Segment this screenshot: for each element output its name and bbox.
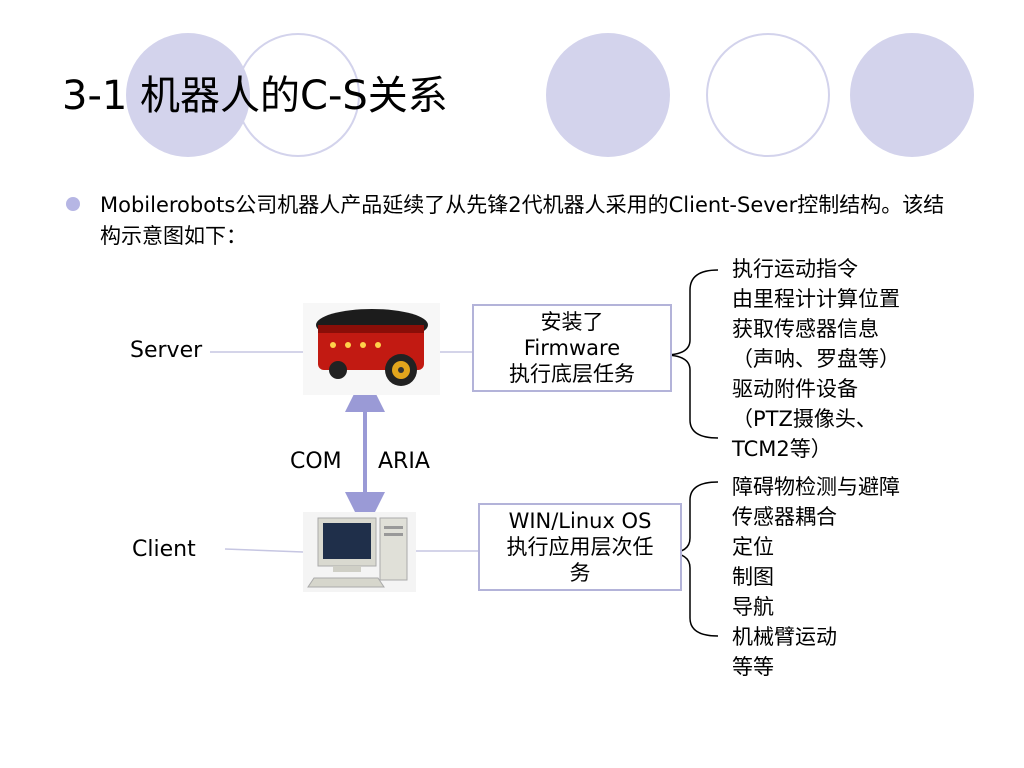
list-item: 获取传感器信息 xyxy=(732,317,879,341)
decor-circle-2 xyxy=(236,33,360,157)
decor-circle-3 xyxy=(546,33,670,157)
list-item: 障碍物检测与避障 xyxy=(732,475,900,499)
list-item: 驱动附件设备 xyxy=(732,377,858,401)
bullet-icon xyxy=(66,197,80,211)
decor-circle-5 xyxy=(850,33,974,157)
firmware-task-list: 执行运动指令 由里程计计算位置 获取传感器信息 （声呐、罗盘等） 驱动附件设备 … xyxy=(732,254,900,464)
decor-circle-4 xyxy=(706,33,830,157)
firmware-tasks-brace xyxy=(663,269,719,439)
bullet-text: Mobilerobots公司机器人产品延续了从先锋2代机器人采用的Client-… xyxy=(100,193,945,248)
list-item: 等等 xyxy=(732,655,774,679)
os-box-line: 务 xyxy=(569,561,591,585)
client-label: Client xyxy=(132,537,196,562)
list-item: 制图 xyxy=(732,565,774,589)
list-item: TCM2等） xyxy=(732,437,832,461)
com-label: COM xyxy=(290,449,342,474)
firmware-box: 安装了 Firmware 执行底层任务 xyxy=(472,304,672,392)
firmware-box-line: Firmware xyxy=(523,336,621,360)
list-item: （PTZ摄像头、 xyxy=(732,407,877,431)
firmware-box-line: 执行底层任务 xyxy=(509,362,635,386)
firmware-box-line: 安装了 xyxy=(540,310,604,334)
list-item: （声呐、罗盘等） xyxy=(732,347,900,371)
server-label: Server xyxy=(130,338,203,363)
list-item: 定位 xyxy=(732,535,774,559)
list-item: 执行运动指令 xyxy=(732,257,858,281)
aria-label: ARIA xyxy=(378,449,430,474)
list-item: 机械臂运动 xyxy=(732,625,837,649)
client-connector-line xyxy=(224,548,304,553)
list-item: 由里程计计算位置 xyxy=(732,287,900,311)
list-item: 传感器耦合 xyxy=(732,505,837,529)
slide-title: 3-1 机器人的C-S关系 xyxy=(62,73,448,119)
client-task-list: 障碍物检测与避障 传感器耦合 定位 制图 导航 机械臂运动 等等 xyxy=(732,472,900,682)
decor-circle-1 xyxy=(126,33,250,157)
list-item: 导航 xyxy=(732,595,774,619)
os-box-line: WIN/Linux OS xyxy=(508,509,652,533)
robot-icon xyxy=(303,303,440,395)
computer-icon xyxy=(303,512,416,592)
os-box: WIN/Linux OS 执行应用层次任 务 xyxy=(478,503,682,591)
os-box-line: 执行应用层次任 xyxy=(506,535,654,559)
